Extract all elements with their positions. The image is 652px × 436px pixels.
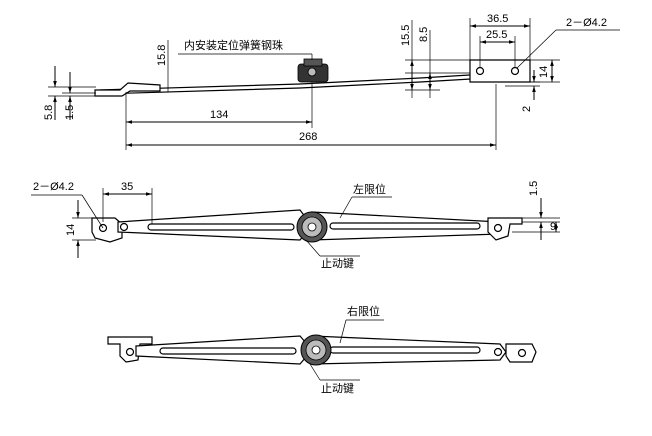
bot-center-hub (300, 334, 332, 366)
top-dim-5-8: 5.8 (43, 105, 55, 120)
mid-hole-spec: 2－Ø4.2 (33, 181, 74, 193)
spring-ball-housing (297, 58, 329, 83)
top-dim-14: 14 (538, 66, 550, 78)
top-left-bracket (94, 82, 161, 97)
top-dim-2: 2 (521, 106, 533, 112)
dim-15-5: 15.5 (400, 25, 412, 46)
dim-8-5: 8.5 (418, 27, 430, 42)
mid-center-hub (296, 211, 328, 243)
mid-dim-14: 14 (65, 224, 77, 236)
top-view: 内安装定位弹簧钢珠 15.8 15.5 8.5 36.5 25.5 2－Ø4.2… (43, 13, 620, 150)
mid-dim-1-5: 1.5 (528, 181, 540, 196)
top-hole-spec: 2－Ø4.2 (566, 17, 607, 29)
middle-view: 35 2－Ø4.2 14 左限位 止动键 1.5 9 (31, 181, 560, 270)
mid-dim-9: 9 (550, 221, 556, 233)
left-limit-label: 左限位 (353, 182, 386, 196)
top-dim-268: 268 (299, 131, 317, 143)
spring-ball-label: 内安装定位弹簧钢珠 (184, 38, 283, 52)
top-right-bracket (469, 59, 531, 83)
top-dim-1-5: 1.5 (64, 105, 76, 120)
mid-dim-35: 35 (121, 181, 133, 193)
bot-stop-key-label: 止动键 (321, 381, 354, 395)
mid-stop-key-label: 止动键 (321, 256, 354, 270)
bottom-view: 右限位 止动键 (107, 304, 537, 395)
dim-36-5: 36.5 (487, 13, 508, 25)
mid-left-bracket (91, 217, 123, 243)
right-limit-label: 右限位 (347, 304, 380, 318)
dim-15-8-top: 15.8 (156, 45, 168, 66)
mid-right-bracket (487, 217, 523, 241)
dim-25-5: 25.5 (486, 29, 507, 41)
top-dim-134: 134 (210, 109, 228, 121)
